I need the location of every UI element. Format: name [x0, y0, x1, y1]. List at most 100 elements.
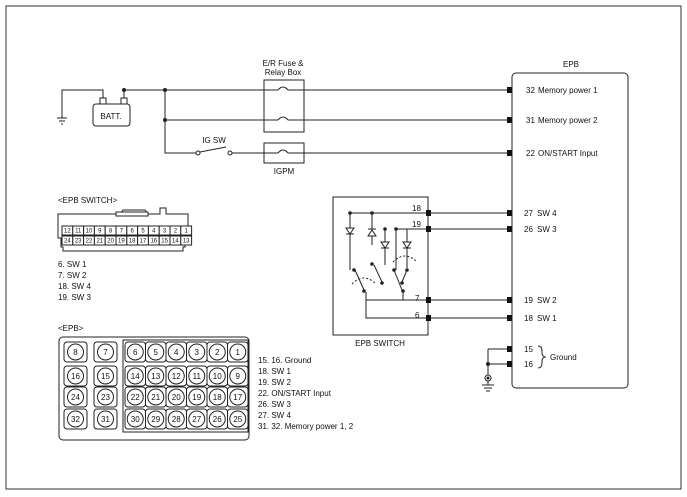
pin-number: 18: [213, 393, 222, 402]
epb-connector-title: <EPB>: [58, 324, 84, 333]
pin-number: 17: [233, 393, 242, 402]
pin-number: 22: [526, 149, 535, 158]
pin-number: 13: [151, 372, 160, 381]
pin-number: 10: [86, 229, 93, 235]
legend-line: 19. SW 3: [58, 293, 91, 302]
pin-number: 14: [131, 372, 140, 381]
switch-pin-6: 6: [415, 311, 420, 320]
epb-pin-16: 16: [524, 360, 533, 369]
pin-number: 15: [161, 239, 168, 245]
epb-pin-cell: 8: [63, 341, 88, 363]
legend-line: 18. SW 4: [58, 282, 91, 291]
epb-pin-cell: 23: [93, 386, 118, 408]
legend-line: 7. SW 2: [58, 271, 87, 280]
legend-line: 19. SW 2: [258, 378, 291, 387]
ground-symbol-epb: [482, 374, 494, 392]
pin-number: 16: [150, 239, 157, 245]
legend-line: 27. SW 4: [258, 411, 291, 420]
epb-pin-cell: 26: [206, 408, 228, 430]
switch-pin-cell: 5: [137, 225, 149, 236]
pin-number: 16: [71, 372, 80, 381]
pin-function: Memory power 2: [538, 116, 598, 125]
switch-pin-cell: 24: [61, 235, 74, 246]
pin-number: 1: [185, 229, 189, 235]
epb-pin-cell: 29: [145, 408, 167, 430]
epb-pin-cell: 11: [186, 365, 208, 387]
pin-number: 25: [233, 415, 242, 424]
epb-pin-cell: 6: [124, 341, 146, 363]
pin-number: 22: [131, 393, 140, 402]
epb-pin-cell: 28: [165, 408, 187, 430]
pin-number: 8: [109, 229, 113, 235]
pin-number: 6: [131, 229, 135, 235]
epb-pin-cell: 22: [124, 386, 146, 408]
switch-pin-cell: 4: [147, 225, 160, 236]
pin-number: 2: [215, 348, 220, 357]
igpm-box: IGPM: [263, 142, 305, 176]
pin-number: 29: [151, 415, 160, 424]
epb-pin-cell: 13: [145, 365, 167, 387]
pin-number: 20: [107, 239, 114, 245]
switch-pin-cell: 2: [169, 225, 182, 236]
switch-pin-cell: 12: [61, 225, 74, 236]
pin-number: 21: [151, 393, 160, 402]
epb-pin-cell: 3: [186, 341, 208, 363]
pin-number: 3: [163, 229, 167, 235]
epb-pin-18: 18 SW 1: [524, 314, 557, 323]
legend-line: 6. SW 1: [58, 260, 87, 269]
ground-symbol-batt: [57, 117, 67, 125]
switch-pin-cell: 11: [72, 225, 85, 236]
pin-number: 11: [193, 372, 202, 381]
epb-pin-cell: 12: [165, 365, 187, 387]
epb-pin-cell: 17: [227, 386, 249, 408]
switch-pin-cell: 16: [147, 235, 160, 246]
fuse-box-label-1: E/R Fuse &: [263, 59, 305, 68]
pin-number: 10: [213, 372, 222, 381]
pin-number: 32: [526, 86, 535, 95]
switch-pin-cell: 6: [126, 225, 139, 236]
pin-number: 6: [133, 348, 138, 357]
epb-pin-cell: 19: [186, 386, 208, 408]
epb-pin-cell: 30: [124, 408, 146, 430]
switch-pin-cell: 21: [93, 235, 106, 246]
pin-number: 15: [524, 345, 533, 354]
switch-pin-7: 7: [415, 294, 420, 303]
legend-line: 22. ON/START Input: [258, 389, 332, 398]
pin-number: 8: [73, 348, 78, 357]
pin-number: 5: [154, 348, 159, 357]
switch-pin-18: 18: [412, 204, 421, 213]
switch-pin-cell: 22: [83, 235, 95, 246]
epb-pin-cell: 21: [145, 386, 167, 408]
fuse-box-label-2: Relay Box: [265, 68, 301, 77]
legend-line: 15. 16. Ground: [258, 356, 311, 365]
switch-pin-cell: 3: [158, 225, 171, 236]
switch-pin-cell: 17: [137, 235, 149, 246]
epb-switch-label: EPB SWITCH: [355, 339, 405, 348]
switch-pin-cell: 19: [115, 235, 128, 246]
epb-pin-cell: 16: [63, 365, 88, 387]
switch-pin-19: 19: [412, 220, 421, 229]
epb-pin-cell: 32: [63, 408, 88, 430]
pin-function: SW 3: [537, 225, 557, 234]
ig-switch: IG SW: [195, 136, 233, 156]
pin-number: 19: [118, 239, 125, 245]
epb-connector-legend: 15. 16. Ground 18. SW 1 19. SW 2 22. ON/…: [258, 356, 354, 431]
battery-label: BATT.: [100, 112, 121, 121]
epb-title: EPB: [563, 60, 579, 69]
epb-ground-label: Ground: [550, 353, 577, 362]
ig-sw-label: IG SW: [202, 136, 226, 145]
pin-number: 24: [71, 393, 80, 402]
pin-number: 23: [101, 393, 110, 402]
pin-number: 15: [101, 372, 110, 381]
switch-pin-cell: 7: [115, 225, 128, 236]
igpm-label: IGPM: [274, 167, 295, 176]
switch-pin-cell: 20: [104, 235, 117, 246]
pin-function: SW 2: [537, 296, 557, 305]
diagram-frame: [5, 5, 682, 490]
pin-number: 9: [98, 229, 102, 235]
switch-pin-cell: 1: [180, 225, 193, 236]
epb-pin-32: 32 Memory power 1: [526, 86, 598, 95]
pin-number: 7: [120, 229, 124, 235]
